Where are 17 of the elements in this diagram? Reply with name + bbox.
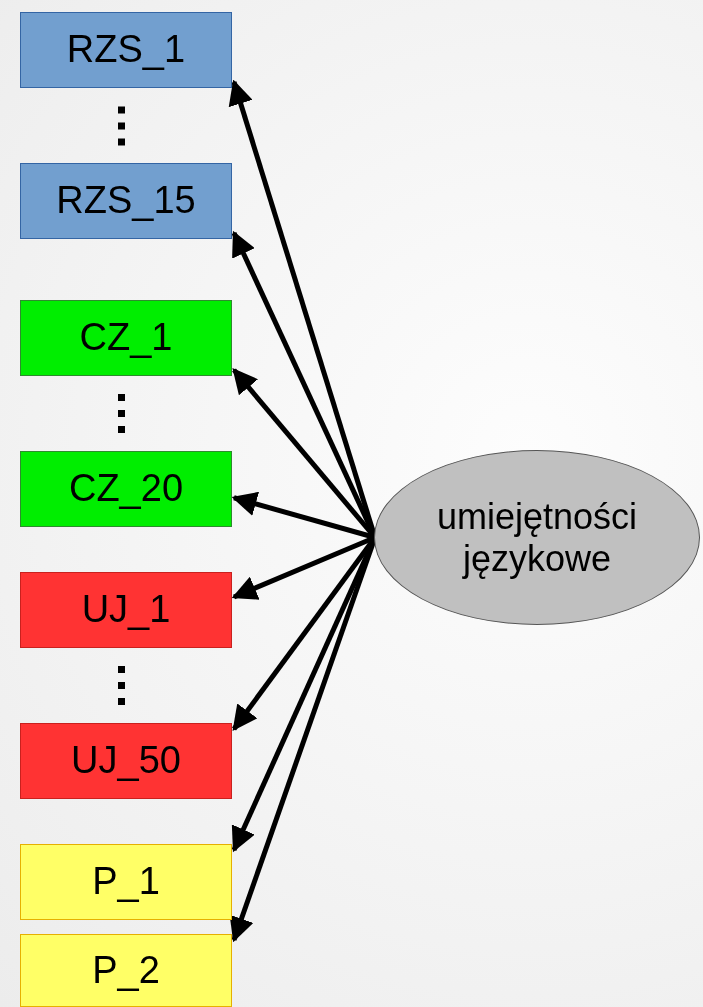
name-box: [20, 12, 232, 88]
name-box: [20, 451, 232, 527]
name-box: [20, 844, 232, 920]
name-box: [20, 934, 232, 1007]
node-label: P_1: [92, 860, 160, 904]
node-label: P_2: [92, 948, 160, 993]
node-label: RZS_1: [66, 28, 186, 72]
name-box: [20, 572, 232, 648]
name-box: [20, 723, 232, 799]
name-box: [20, 163, 232, 239]
node-label: UJ_50: [71, 739, 181, 783]
node-label: CZ_20: [68, 467, 184, 511]
name-box: [20, 300, 232, 376]
node-label: CZ_1: [79, 316, 173, 360]
node-label: UJ_1: [81, 588, 171, 632]
node-label: RZS_15: [56, 179, 196, 223]
node-label: umiejętności językowe: [435, 496, 639, 579]
